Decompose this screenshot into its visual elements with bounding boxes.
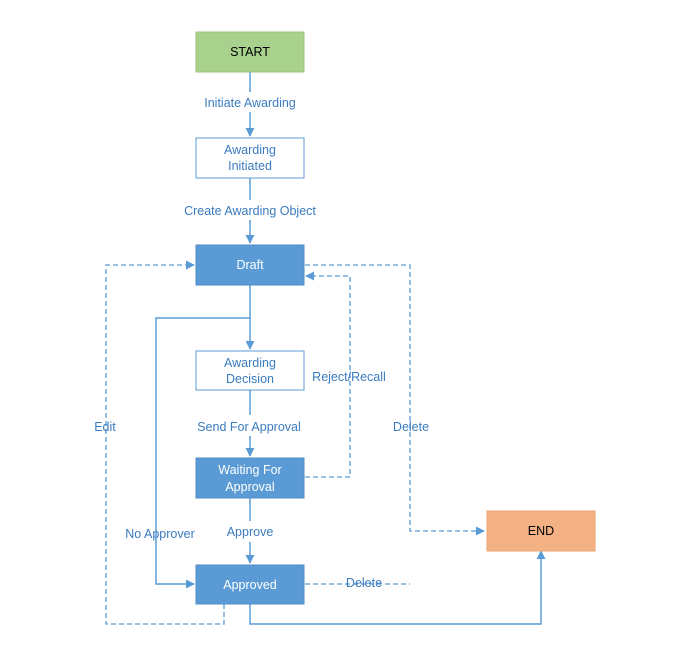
- edge-no-approver: [155, 317, 250, 589]
- label-approve: Approve: [227, 525, 274, 539]
- label-delete-from-approved: Delete: [346, 576, 382, 590]
- node-awarding-initiated: Awarding Initiated: [195, 137, 305, 179]
- edge-delete-from-draft: [305, 264, 485, 536]
- label-reject-recall: Reject/Recall: [312, 370, 386, 384]
- label-create-awarding-object: Create Awarding Object: [184, 204, 316, 218]
- node-end: END: [486, 510, 596, 552]
- node-end-label: END: [528, 524, 554, 538]
- node-awarding-initiated-line1: Awarding: [224, 143, 276, 157]
- edge-edit: [105, 260, 225, 625]
- node-waiting-for-approval: Waiting For Approval: [195, 457, 305, 499]
- node-awarding-initiated-line2: Initiated: [228, 159, 272, 173]
- node-awarding-decision-line1: Awarding: [224, 356, 276, 370]
- node-awarding-decision: Awarding Decision: [195, 350, 305, 391]
- label-edit: Edit: [94, 420, 116, 434]
- node-approved: Approved: [195, 564, 305, 605]
- edge-reject-recall: [305, 271, 351, 478]
- node-start-label: START: [230, 45, 270, 59]
- node-waiting-for-approval-line1: Waiting For: [218, 463, 281, 477]
- node-draft: Draft: [195, 244, 305, 286]
- node-draft-label: Draft: [236, 258, 264, 272]
- node-start: START: [195, 31, 305, 73]
- label-initiate-awarding: Initiate Awarding: [204, 96, 296, 110]
- label-no-approver: No Approver: [125, 527, 194, 541]
- label-delete-from-draft: Delete: [393, 420, 429, 434]
- label-send-for-approval: Send For Approval: [197, 420, 301, 434]
- node-waiting-for-approval-line2: Approval: [225, 480, 274, 494]
- edge-approved-to-end: [249, 550, 546, 625]
- node-awarding-decision-line2: Decision: [226, 372, 274, 386]
- node-approved-label: Approved: [223, 578, 277, 592]
